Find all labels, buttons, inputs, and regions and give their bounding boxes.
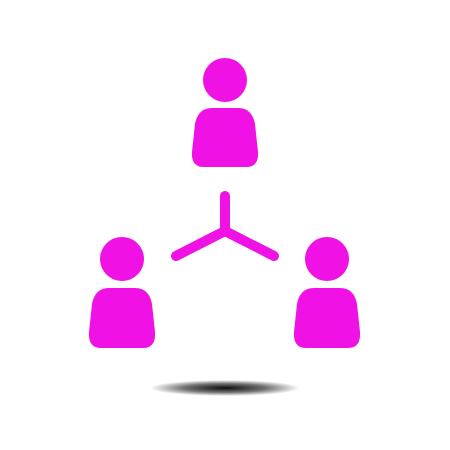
connector-junction-icon xyxy=(171,191,279,261)
person-left-head xyxy=(100,237,144,281)
drop-shadow xyxy=(150,380,300,396)
person-top-body xyxy=(191,108,259,167)
connector-right xyxy=(220,226,279,261)
connector-left xyxy=(171,226,230,261)
person-left-body xyxy=(88,288,156,348)
person-right-icon xyxy=(293,237,361,348)
person-top-head xyxy=(203,58,247,102)
person-right-head xyxy=(305,237,349,281)
person-top-icon xyxy=(191,58,259,167)
person-right-body xyxy=(293,288,361,348)
person-left-icon xyxy=(88,237,156,348)
